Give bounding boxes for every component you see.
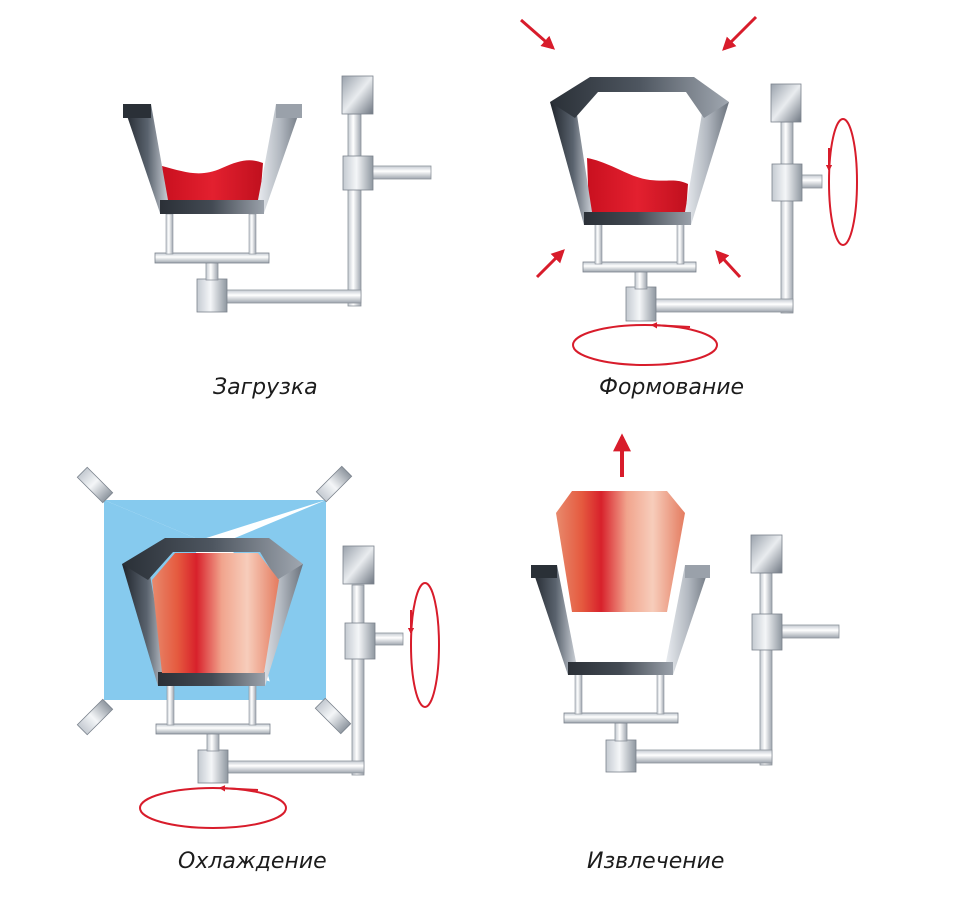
mould: [123, 104, 302, 214]
caption-loading: Загрузка: [213, 375, 318, 400]
joint-block: [342, 155, 374, 191]
joint-block: [751, 613, 783, 651]
pipe-frame: [625, 83, 823, 322]
compression-arrows: [520, 15, 758, 279]
caption-cooling: Охлаждение: [178, 849, 327, 874]
caption-forming: Формование: [599, 375, 745, 400]
actuator-block: [341, 75, 374, 115]
motor-block: [625, 286, 657, 322]
finished-product: [556, 491, 685, 612]
cooling-product: [152, 553, 279, 673]
melt: [162, 160, 263, 201]
mould-plate: [154, 252, 270, 264]
panel-loading: [123, 75, 432, 313]
joint-block: [771, 163, 803, 202]
pipe-frame: [196, 75, 432, 313]
mould-closed: [550, 77, 729, 225]
panel-cooling: [76, 465, 440, 829]
pipe-frame: [197, 545, 404, 784]
mould-open: [531, 565, 710, 675]
rotation-arrows: [572, 118, 858, 366]
actuator-block: [750, 534, 783, 574]
melt-formed: [587, 158, 688, 212]
panel-forming: [520, 15, 858, 366]
motor-block: [196, 278, 228, 313]
mould-plate: [582, 261, 697, 273]
actuator-block: [770, 83, 802, 123]
motor-block: [197, 749, 229, 784]
mould-plate: [155, 723, 271, 735]
rotation-arrows: [139, 582, 440, 829]
mould-plate: [563, 712, 679, 724]
spray-nozzles: [76, 465, 353, 736]
caption-extraction: Извлечение: [587, 849, 725, 874]
mould-closed: [122, 538, 303, 686]
joint-block: [344, 622, 376, 660]
mould-lid: [550, 77, 729, 118]
pipe-frame: [605, 534, 840, 773]
actuator-block: [342, 545, 375, 585]
panel-extraction: [531, 433, 840, 773]
motor-block: [605, 739, 637, 773]
